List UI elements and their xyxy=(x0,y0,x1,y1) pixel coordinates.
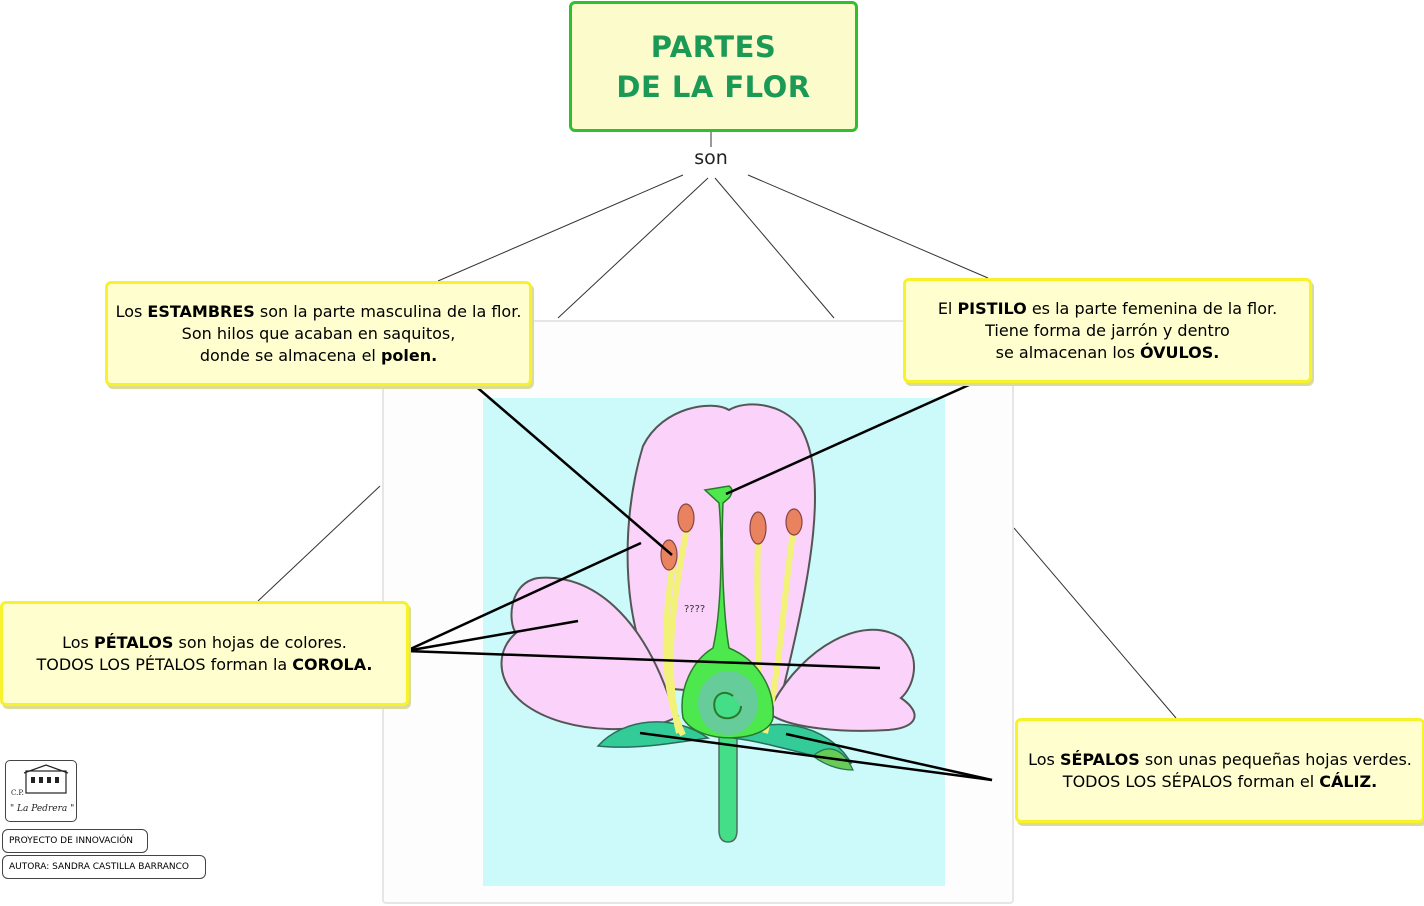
anther-4 xyxy=(785,508,803,536)
stem xyxy=(718,732,738,843)
pistilo-callout[interactable]: El PISTILO es la parte femenina de la fl… xyxy=(903,278,1312,383)
sepalos-line-2: TODOS LOS SÉPALOS forman el CÁLIZ. xyxy=(1062,771,1378,791)
estambres-pointer xyxy=(471,382,673,556)
sepalos-pointer-1 xyxy=(639,731,993,782)
petal-right xyxy=(772,628,916,732)
petalos-line-2: TODOS LOS PÉTALOS forman la COROLA. xyxy=(36,654,373,674)
figure-marker: ???? xyxy=(684,604,706,615)
petalos-pointer-1 xyxy=(405,541,642,653)
ovule xyxy=(713,691,742,720)
petalos-pointer-3 xyxy=(405,649,881,670)
sepalos-pointer-2 xyxy=(785,732,993,782)
pistilo-line-3: se almacenan los ÓVULOS. xyxy=(995,342,1220,362)
pistilo-line-2: Tiene forma de jarrón y dentro xyxy=(985,320,1230,340)
son-to-image-left-line xyxy=(557,177,709,319)
flower-illustration xyxy=(500,403,916,843)
proyecto-label: PROYECTO DE INNOVACIÓN xyxy=(2,829,148,853)
pistilo-line-1: El PISTILO es la parte femenina de la fl… xyxy=(937,298,1278,318)
image-to-petalos-line xyxy=(257,485,381,602)
stamen-filament-2 xyxy=(662,562,686,737)
petalos-callout[interactable]: Los PÉTALOS son hojas de colores. TODOS … xyxy=(0,601,409,706)
petalos-line-1: Los PÉTALOS son hojas de colores. xyxy=(62,632,347,652)
estambres-callout[interactable]: Los ESTAMBRES son la parte masculina de … xyxy=(105,281,532,386)
anther-1 xyxy=(677,503,695,533)
title-line-2: DE LA FLOR xyxy=(616,69,811,104)
school-logo: C.P. " La Pedrera " xyxy=(5,760,77,822)
estambres-line-3: donde se almacena el polen. xyxy=(199,345,438,365)
sepalos-line-1: Los SÉPALOS son unas pequeñas hojas verd… xyxy=(1028,749,1412,769)
petalos-pointer-2 xyxy=(405,619,579,653)
estambres-line-2: Son hilos que acaban en saquitos, xyxy=(181,323,456,343)
logo-top-text: C.P. xyxy=(11,789,24,797)
anther-3 xyxy=(749,511,767,545)
image-to-sepalos-line xyxy=(1013,527,1177,719)
autora-label: AUTORA: SANDRA CASTILLA BARRANCO xyxy=(2,855,206,879)
son-to-estambres-line xyxy=(437,174,684,282)
estambres-line-1: Los ESTAMBRES son la parte masculina de … xyxy=(115,301,522,321)
title-box[interactable]: PARTES DE LA FLOR xyxy=(569,1,858,132)
school-building-icon: C.P. " La Pedrera " xyxy=(10,764,74,814)
logo-name: " La Pedrera " xyxy=(10,804,74,814)
son-to-image-right-line xyxy=(714,177,835,319)
sepalos-callout[interactable]: Los SÉPALOS son unas pequeñas hojas verd… xyxy=(1015,718,1424,823)
son-label: son xyxy=(694,147,728,169)
pistilo-pointer xyxy=(725,378,981,496)
title-line-1: PARTES xyxy=(650,29,777,64)
son-to-pistilo-line xyxy=(747,174,989,279)
pistil xyxy=(681,485,774,739)
